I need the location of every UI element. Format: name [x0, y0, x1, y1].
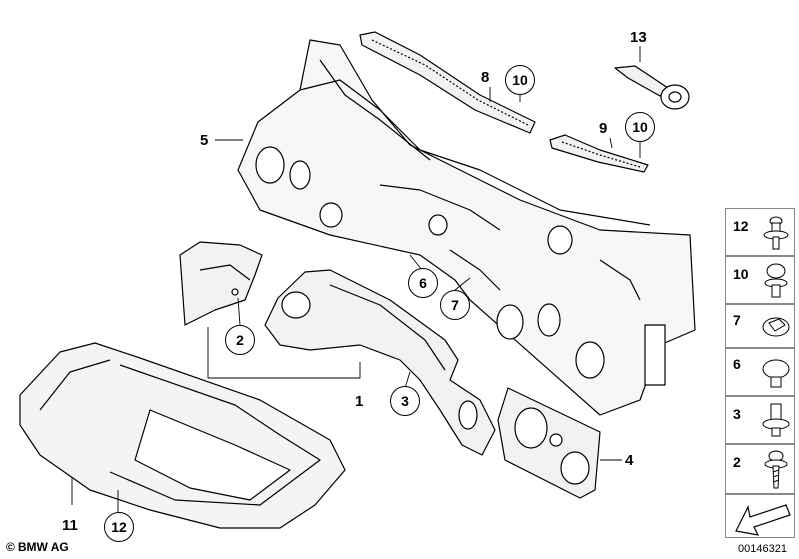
callout-9: 9 — [599, 120, 608, 137]
callout-1: 1 — [355, 393, 364, 410]
brand-name: BMW AG — [17, 540, 69, 554]
screw-icon — [764, 450, 788, 489]
tape-part-13 — [614, 65, 690, 110]
callout-4: 4 — [625, 452, 634, 469]
legend-item-2: 2 — [725, 444, 795, 494]
callout-8: 8 — [481, 69, 490, 86]
callout-13: 13 — [630, 29, 647, 46]
insulation-panel-part-4 — [497, 387, 601, 499]
callout-10-upper: 10 — [505, 65, 535, 95]
legend-number: 12 — [733, 218, 749, 234]
legend-direction-arrow — [725, 494, 795, 538]
legend-number: 2 — [733, 454, 741, 470]
callout-3: 3 — [390, 386, 420, 416]
callout-6: 6 — [408, 268, 438, 298]
cowl-seal-part-8 — [359, 31, 536, 134]
legend-number: 3 — [733, 406, 741, 422]
seal-strip-part-9 — [549, 134, 649, 173]
clip-icon — [762, 317, 790, 337]
round-clip-icon — [762, 359, 790, 388]
callout-2: 2 — [225, 325, 255, 355]
direction-arrow-icon — [735, 504, 791, 536]
legend-number: 6 — [733, 356, 741, 372]
legend-number: 7 — [733, 312, 741, 328]
legend-item-6: 6 — [725, 348, 795, 396]
insulation-part-1-right — [264, 269, 496, 456]
callout-7: 7 — [440, 290, 470, 320]
callout-12: 12 — [104, 512, 134, 542]
copyright-symbol: © — [6, 540, 15, 554]
legend-item-12: 12 — [725, 208, 795, 256]
bulkhead-insulation-part-5 — [237, 39, 696, 416]
legend-item-3: 3 — [725, 396, 795, 444]
legend-item-10: 10 — [725, 256, 795, 304]
insulation-bracket-part-1-left — [179, 241, 263, 326]
callout-5: 5 — [200, 132, 209, 149]
drawing-number: 00146321 — [738, 543, 787, 555]
hood-insulation-part-11 — [19, 342, 346, 529]
callout-10-lower: 10 — [625, 112, 655, 142]
callout-11: 11 — [62, 517, 78, 534]
legend-number: 10 — [733, 266, 749, 282]
legend-item-7: 7 — [725, 304, 795, 348]
copyright-notice: © BMW AG — [6, 540, 69, 554]
expanding-rivet-icon — [763, 216, 789, 250]
leader-lines — [71, 46, 641, 512]
plastic-nut-icon — [764, 263, 788, 298]
spreading-rivet-icon — [762, 403, 790, 437]
